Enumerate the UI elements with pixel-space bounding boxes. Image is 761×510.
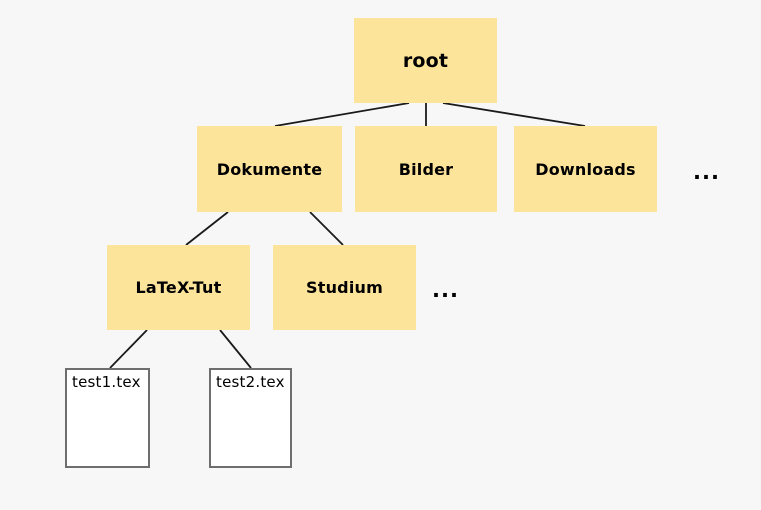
tree-edge-latex-tut-to-test1 [109,329,148,369]
tree-edge-dokumente-to-latex-tut [185,211,229,246]
folder-node-latex-tut[interactable]: LaTeX-Tut [107,245,250,330]
folder-node-studium[interactable]: Studium [273,245,416,330]
file-node-test2[interactable]: test2.tex [209,368,292,468]
more-items-ellipsis-row3: ... [432,278,459,302]
node-label: test2.tex [216,373,285,391]
node-label: Studium [306,278,383,297]
tree-edge-latex-tut-to-test2 [219,329,252,369]
tree-edge-root-to-downloads [442,102,586,127]
node-label: Dokumente [216,159,323,179]
folder-node-downloads[interactable]: Downloads [514,126,657,212]
node-label: LaTeX-Tut [135,278,222,297]
tree-edge-root-to-dokumente [274,102,410,127]
more-items-ellipsis-row2: ... [693,160,720,184]
node-label: Bilder [398,159,454,179]
folder-node-root[interactable]: root [354,18,497,103]
folder-node-dokumente[interactable]: Dokumente [197,126,342,212]
tree-edge-dokumente-to-studium [309,211,344,246]
node-label: test1.tex [72,373,141,391]
node-label: root [402,49,449,72]
file-node-test1[interactable]: test1.tex [65,368,150,468]
node-label: Downloads [535,159,636,179]
folder-node-bilder[interactable]: Bilder [355,126,497,212]
